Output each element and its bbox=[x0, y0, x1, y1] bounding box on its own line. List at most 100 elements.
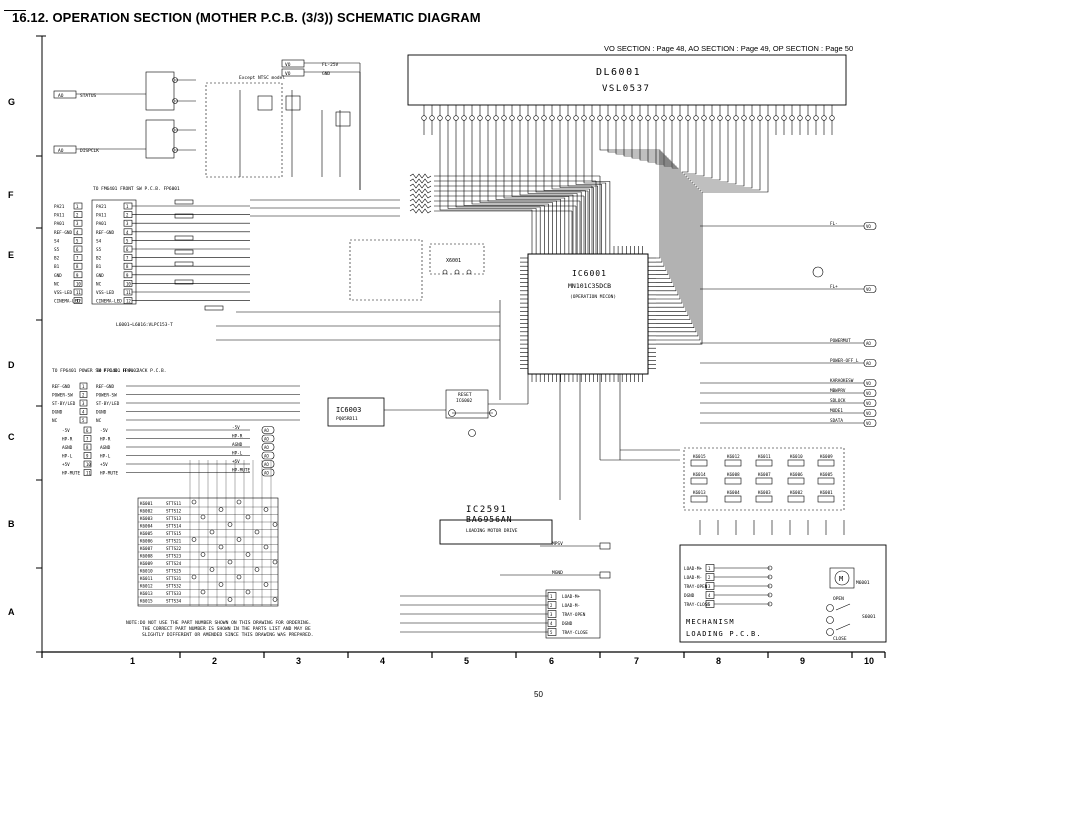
loading-left-pin-number: 2 bbox=[550, 603, 553, 608]
hp-net-label: -5V bbox=[232, 425, 240, 431]
switch-table-mark bbox=[227, 597, 233, 602]
switch-table-key: K6009 bbox=[140, 561, 153, 566]
switch-table-mark bbox=[200, 589, 206, 595]
front-pin-box bbox=[73, 211, 83, 218]
switch-table-code: STTS25 bbox=[166, 569, 182, 574]
hp-pin-number: 8 bbox=[86, 445, 89, 450]
front-pin-box bbox=[73, 254, 83, 261]
hp-tag bbox=[261, 451, 275, 460]
row-label-b: B bbox=[8, 519, 15, 529]
display-ref: DL6001 bbox=[596, 67, 641, 78]
note-line-1: NOTE:DO NOT USE THE PART NUMBER SHOWN ON… bbox=[126, 620, 311, 626]
hp-board-label: TO FP4401 H.P. JACK P.C.B. bbox=[96, 368, 166, 374]
motor-driver-part: BA6956AN bbox=[466, 515, 513, 524]
switch-table-code: STTS31 bbox=[166, 576, 182, 581]
hp-pin-label-right: HP-L bbox=[100, 454, 111, 460]
right-signal-tag bbox=[863, 379, 877, 387]
front-pin-number: 1 bbox=[76, 204, 79, 209]
col-label-3: 3 bbox=[296, 656, 301, 666]
front-pin-box bbox=[73, 219, 83, 227]
display-pin bbox=[813, 115, 819, 121]
right-signal-tag bbox=[863, 409, 877, 417]
section-references: VO SECTION : Page 48, AO SECTION : Page … bbox=[604, 44, 854, 53]
resistor-zigzag bbox=[409, 173, 432, 179]
right-signal-label: SDLOCK bbox=[830, 398, 846, 404]
col-label-10: 10 bbox=[864, 656, 874, 666]
bus-wire-top bbox=[463, 135, 545, 246]
hp-tag-label: AO bbox=[264, 471, 269, 476]
hp-pin-box bbox=[83, 452, 92, 459]
page-title: 16.12. OPERATION SECTION (MOTHER P.C.B. … bbox=[12, 10, 481, 25]
hp-pin-label-right: HP-MUTE bbox=[100, 471, 119, 477]
display-pin bbox=[581, 115, 587, 121]
front-pin-label-left: S4 bbox=[54, 238, 60, 244]
regulator-ic6003: IC6003 PQ05RD11 RESET IC6002 bbox=[327, 389, 497, 437]
motor-body bbox=[829, 567, 855, 589]
power-pin-number: 4 bbox=[82, 410, 85, 415]
display-dl6001: DL6001 VSL0537 bbox=[407, 54, 847, 135]
status-label: STATUS bbox=[80, 93, 97, 99]
ntsc-dashed-box bbox=[205, 82, 283, 178]
hp-tag-label: AO bbox=[264, 454, 269, 459]
bus-wire-top bbox=[455, 135, 541, 246]
display-pin bbox=[653, 115, 659, 121]
right-signal-label: POWERMUT bbox=[830, 338, 851, 344]
bus-wire bbox=[656, 135, 677, 292]
hp-pin-box bbox=[83, 460, 92, 468]
loading-right-pin-number: 1 bbox=[708, 566, 711, 571]
bus-wire bbox=[656, 135, 705, 312]
hp-net-label: +5V bbox=[232, 459, 240, 465]
right-signal-tag bbox=[863, 419, 877, 427]
right-signal-tag bbox=[863, 399, 877, 407]
mpsv-label: MPSV bbox=[552, 541, 563, 547]
gnd-tag bbox=[281, 68, 305, 77]
display-pin bbox=[597, 115, 603, 121]
key-switch-box bbox=[817, 459, 835, 467]
hp-tag bbox=[261, 443, 275, 451]
photo-coupler-2 bbox=[145, 119, 175, 159]
power-pin-label-right: DGND bbox=[96, 410, 107, 416]
display-pin bbox=[493, 115, 499, 121]
bus-wire bbox=[656, 135, 681, 300]
key-switch-box bbox=[724, 495, 742, 503]
resistor-array-box bbox=[349, 239, 423, 301]
front-pin-label-left: NC bbox=[54, 281, 60, 287]
power-pin-label-right: NC bbox=[96, 418, 102, 424]
switch-table-mark bbox=[236, 574, 242, 580]
hp-tag-label: AO bbox=[264, 428, 269, 433]
loading-left-pin-label: DGND bbox=[562, 621, 573, 627]
fl-tag-label: VO bbox=[285, 62, 291, 68]
switch-table-code: STTS33 bbox=[166, 591, 182, 596]
right-signal-tag-label: VO bbox=[866, 224, 871, 229]
bus-wire-top bbox=[447, 135, 537, 246]
dispclk-label-ao: AO bbox=[58, 148, 64, 154]
hp-tag-label: AO bbox=[264, 462, 269, 467]
bus-wire-top bbox=[575, 135, 603, 246]
col-label-5: 5 bbox=[464, 656, 469, 666]
display-pin bbox=[437, 115, 443, 121]
motor-symbol bbox=[834, 570, 850, 586]
switch-table-code: STTS13 bbox=[166, 516, 182, 521]
display-pin bbox=[421, 115, 427, 121]
front-pin-label-left: S5 bbox=[54, 247, 60, 253]
power-pin-number: 1 bbox=[82, 384, 85, 389]
loading-right-pin-number: 2 bbox=[708, 575, 711, 580]
row-label-f: F bbox=[8, 190, 14, 200]
hp-net-label: HP-MUTE bbox=[232, 468, 251, 474]
switch-table-mark bbox=[254, 529, 260, 535]
right-signal-tag-label: VO bbox=[866, 381, 871, 386]
reset-part: IC6002 bbox=[456, 398, 473, 404]
right-signal-tag-label: VO bbox=[866, 287, 871, 292]
left-top-block: AO STATUS AO DISPCLK VO VO FL-25V GND Ex… bbox=[53, 59, 361, 190]
bus-wire bbox=[656, 135, 689, 304]
regulator-ref: IC6003 bbox=[336, 406, 361, 414]
switch-table-key: K6011 bbox=[140, 576, 153, 581]
key-switch-label: K6002 bbox=[790, 490, 803, 495]
resistor-zigzag bbox=[409, 198, 432, 204]
power-pin-box bbox=[79, 416, 88, 424]
front-pin-label-right: B2 bbox=[96, 256, 102, 262]
front-pin-box bbox=[73, 202, 83, 210]
key-switch-label: K6004 bbox=[727, 490, 740, 495]
